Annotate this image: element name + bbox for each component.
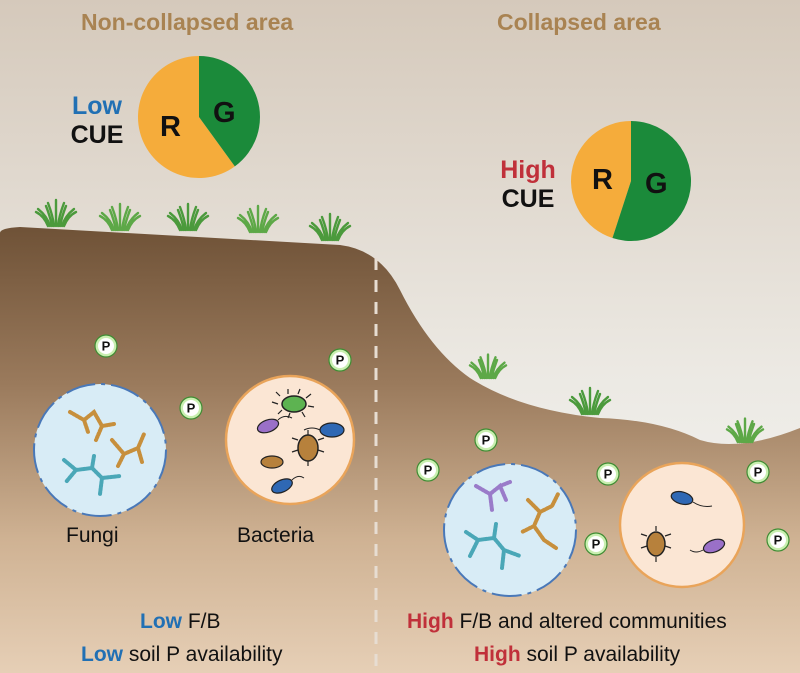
grass-tuft	[568, 386, 612, 416]
fungi-label: Fungi	[66, 524, 119, 547]
caption-left-fb-text: F/B	[182, 610, 221, 633]
bacteria-label: Bacteria	[237, 524, 315, 547]
phosphorus-marker: P	[328, 348, 352, 372]
fungi-circle-right	[443, 463, 577, 597]
pie-slice-r-left	[137, 56, 235, 179]
title-non-collapsed: Non-collapsed area	[81, 9, 294, 35]
phosphorus-label: P	[754, 465, 763, 480]
grass-tufts	[34, 198, 765, 444]
caption-right-p-text: soil P availability	[520, 643, 681, 666]
pie-slice-g-left	[199, 56, 260, 167]
grass-tuft	[468, 353, 508, 380]
phosphorus-marker: P	[746, 460, 770, 484]
pie-slice-r-right	[571, 121, 631, 239]
grass-tuft	[34, 198, 78, 228]
cue-label-right: High CUE	[493, 156, 563, 214]
phosphorus-marker: P	[94, 334, 118, 358]
cue-text-left: CUE	[70, 121, 124, 149]
phosphorus-label: P	[424, 463, 433, 478]
caption-left-p-text: soil P availability	[123, 643, 283, 666]
pie-r-label-right: R	[592, 164, 613, 196]
fungi-circle-left	[33, 383, 167, 517]
grass-tuft	[308, 212, 352, 242]
caption-left-p: Low soil P availability	[81, 643, 283, 667]
bacteria-circle-left	[224, 374, 356, 506]
grass-tuft	[98, 202, 142, 232]
caption-right-p: High soil P availability	[474, 643, 680, 667]
phosphorus-marker: P	[596, 462, 620, 486]
phosphorus-marker: P	[766, 528, 790, 552]
phosphorus-label: P	[592, 537, 601, 552]
phosphorus-label: P	[774, 533, 783, 548]
caption-right-fb-level: High	[407, 610, 454, 633]
cue-label-left: Low CUE	[64, 92, 130, 150]
cue-level-right: High	[500, 156, 556, 184]
pie-chart-left	[137, 56, 260, 179]
caption-left-p-level: Low	[81, 643, 123, 666]
phosphorus-label: P	[336, 353, 345, 368]
caption-right-p-level: High	[474, 643, 521, 666]
grass-tuft	[236, 204, 280, 234]
phosphorus-label: P	[482, 433, 491, 448]
pie-slice-g-right	[612, 120, 692, 241]
grass-tuft	[166, 202, 210, 232]
pie-g-label-right: G	[645, 168, 668, 200]
grass-tuft	[725, 417, 765, 444]
phosphorus-marker: P	[584, 532, 608, 556]
phosphorus-label: P	[102, 339, 111, 354]
caption-left-fb-level: Low	[140, 610, 182, 633]
phosphorus-marker: P	[474, 428, 498, 452]
title-collapsed: Collapsed area	[497, 9, 661, 35]
cue-level-left: Low	[72, 92, 122, 120]
pie-chart-right	[571, 120, 692, 241]
pie-g-label-left: G	[213, 97, 236, 129]
pie-r-label-left: R	[160, 111, 181, 143]
bacteria-circle-right	[618, 461, 746, 589]
cue-text-right: CUE	[501, 185, 555, 213]
caption-right-fb: High F/B and altered communities	[407, 610, 727, 634]
phosphorus-label: P	[187, 401, 196, 416]
phosphorus-markers: P P P P P P P P P	[94, 334, 790, 556]
caption-left-fb: Low F/B	[140, 610, 221, 634]
soil-profile	[0, 227, 800, 673]
phosphorus-marker: P	[179, 396, 203, 420]
phosphorus-label: P	[604, 467, 613, 482]
phosphorus-marker: P	[416, 458, 440, 482]
caption-right-fb-text: F/B and altered communities	[453, 610, 727, 633]
